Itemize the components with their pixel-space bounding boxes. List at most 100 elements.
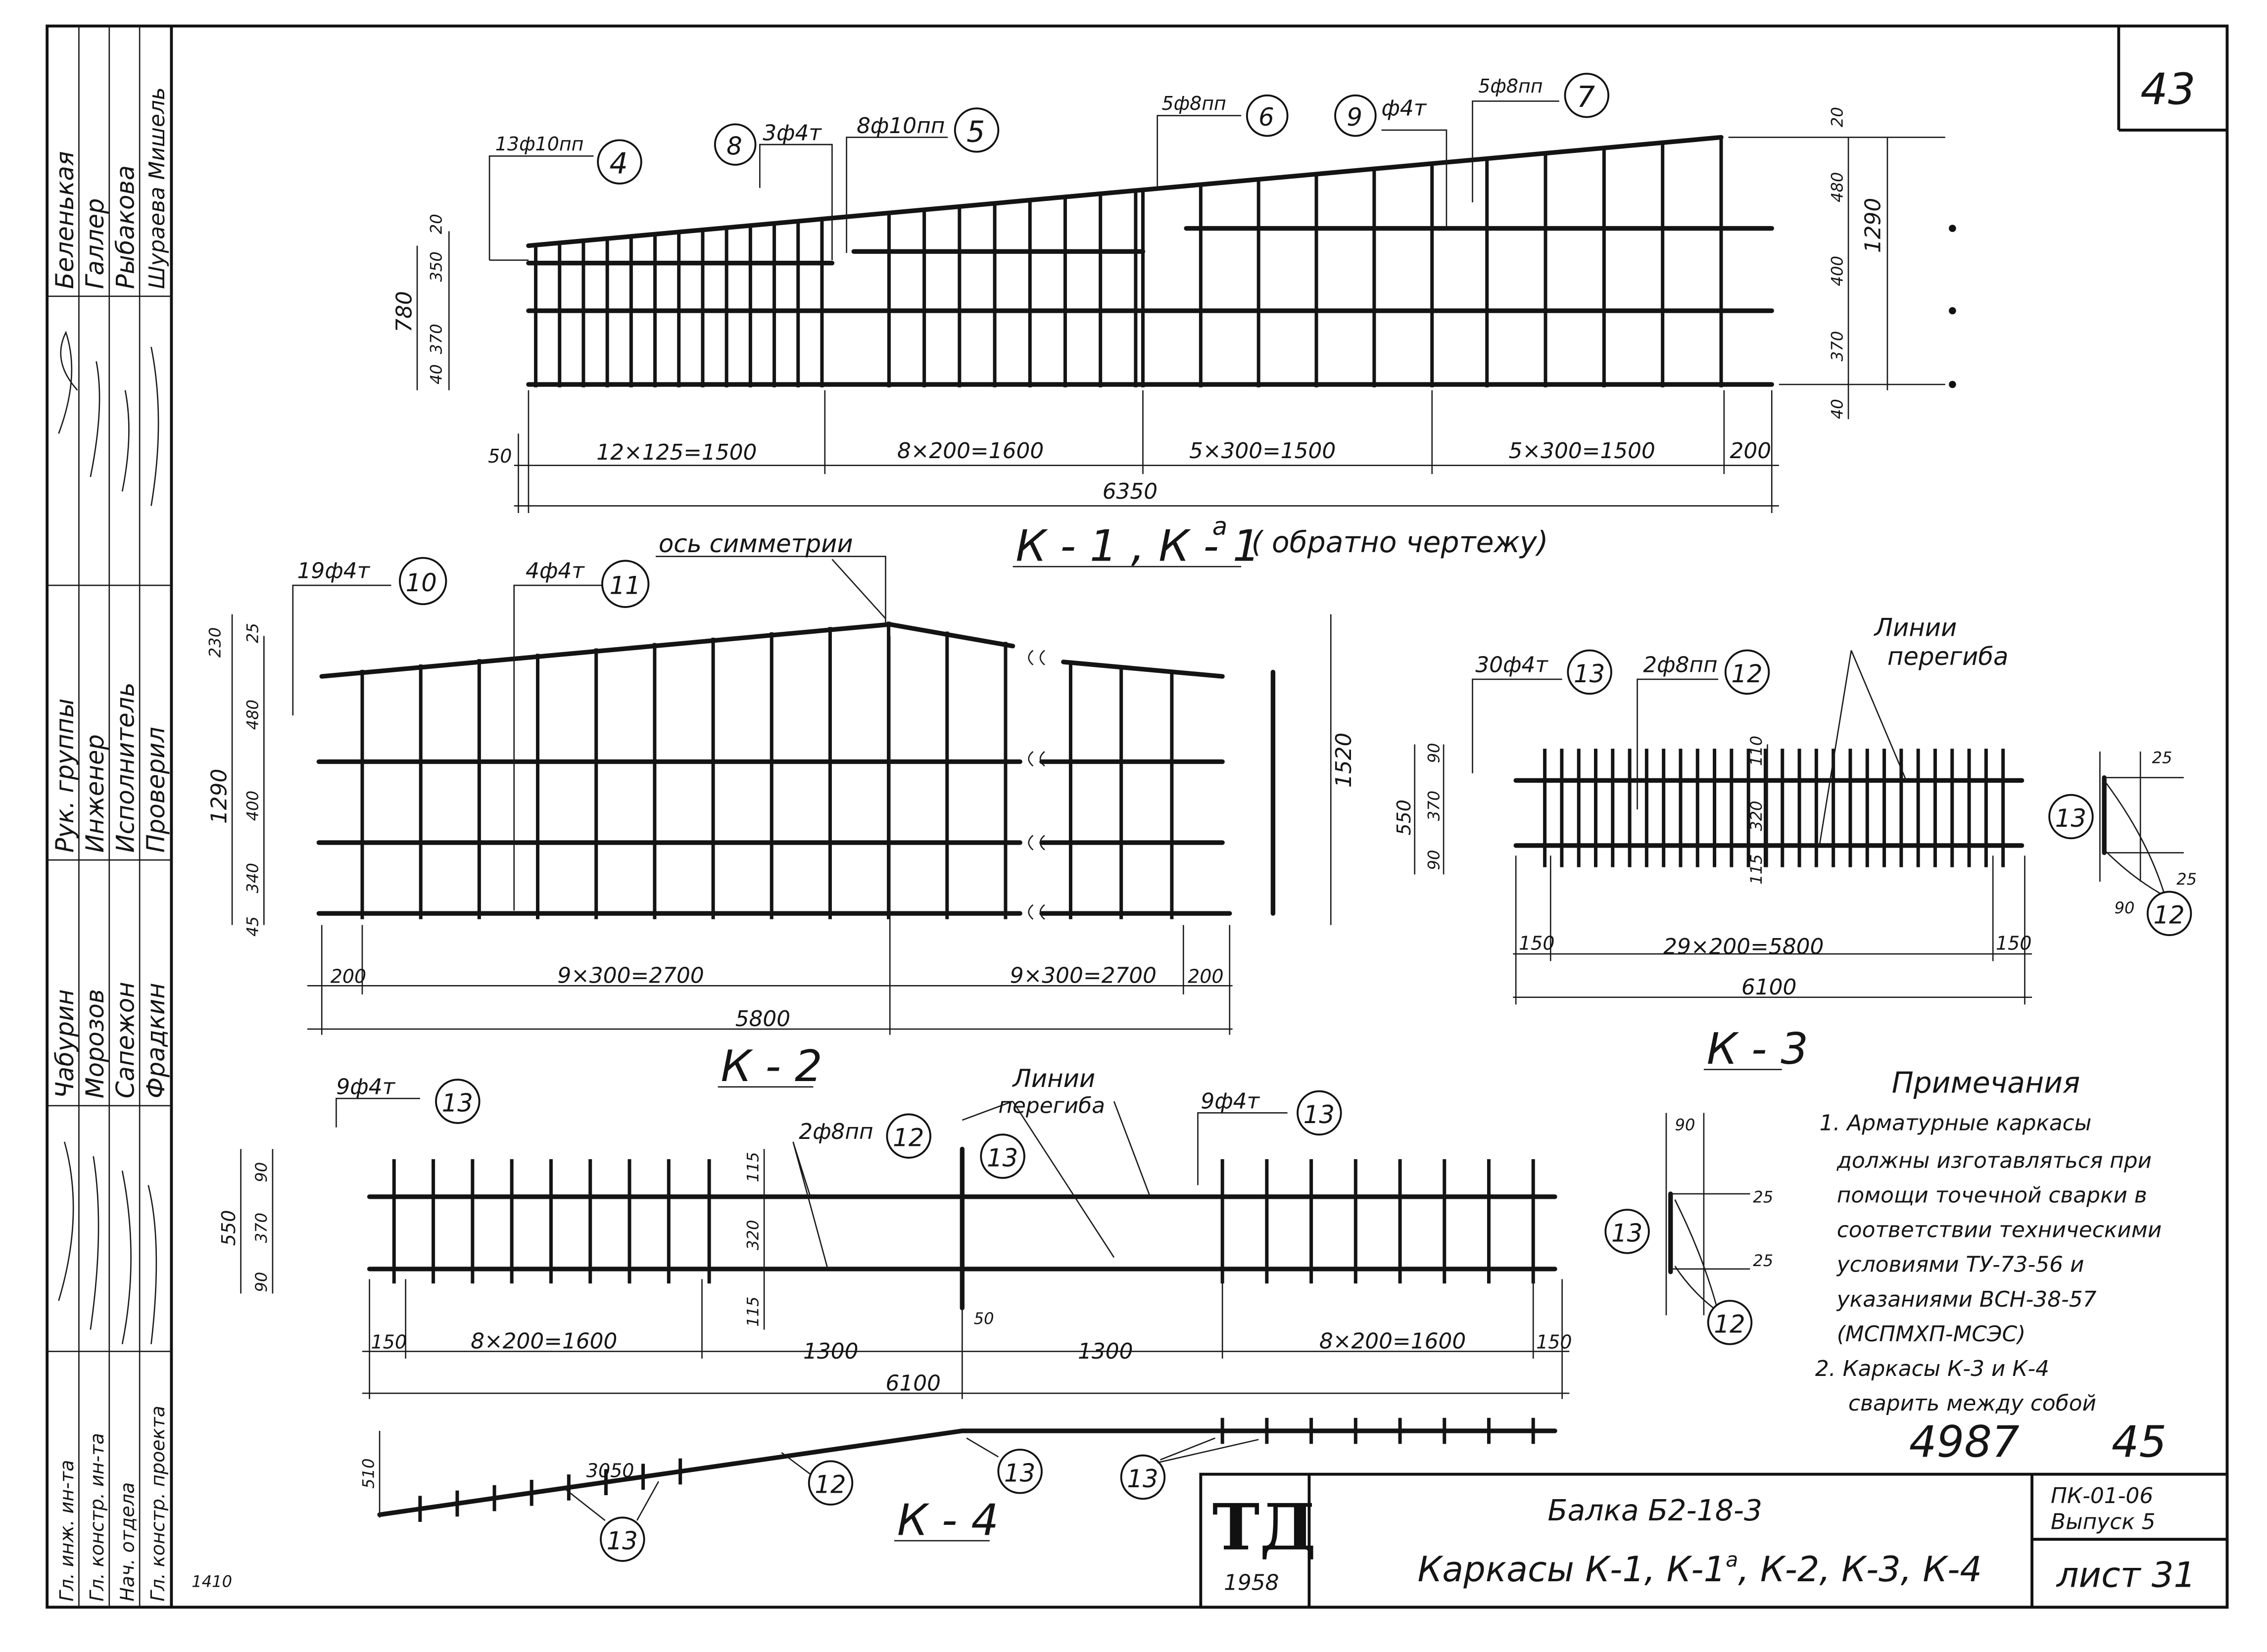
role-label: Инженер (81, 734, 109, 852)
k3-detail-marker: 13 (2048, 794, 2094, 840)
k3-inner-dim: 110 (1747, 736, 1766, 766)
k4-bottom-dim: 1300 (1078, 1339, 1133, 1364)
k2-left-dim: 25 (243, 623, 262, 643)
k1-position-marker: 6 (1246, 94, 1289, 137)
k2-left-dim: 480 (243, 700, 262, 730)
k1-bottom-dim: 50 (488, 445, 512, 467)
k2-caption: К - 2 (721, 1041, 822, 1091)
k4-position-marker: 12 (886, 1113, 931, 1159)
k4-bend-leader (962, 1100, 1151, 1258)
k2-position-number: 11 (610, 571, 641, 600)
k4-mark-label: 9ф4т (336, 1074, 395, 1099)
notes-line: должны изготавляться при (1836, 1148, 2152, 1173)
k1-right-dim: 20 (1828, 107, 1846, 127)
k1-bottom-dim: 12×125=1500 (596, 440, 757, 465)
k4-detail-number: 13 (1611, 1219, 1642, 1247)
k4-profile-marker: 13 (600, 1516, 645, 1562)
sheet-subtitle: Каркасы К-1, К-1а, К-2, К-3, К-4 (1418, 1548, 1982, 1590)
k1-mark-label: 13ф10пп (495, 133, 584, 155)
k3-left-dim: 90 (1424, 743, 1443, 763)
k1-left-dim-total: 780 (391, 291, 417, 332)
k4-profile-leader (564, 1437, 1259, 1521)
k1-left-dim: 20 (427, 214, 446, 234)
k4-detail-marker: 13 (1604, 1209, 1650, 1254)
k1-right-dim: 480 (1828, 172, 1846, 202)
k3-left-dim: 90 (1424, 850, 1443, 870)
k3-inner-dim: 320 (1747, 801, 1766, 831)
k4-position-number: 13 (1303, 1100, 1335, 1129)
k3-position-number: 12 (1731, 660, 1762, 688)
notes-line: соответствии техническими (1837, 1218, 2162, 1243)
k1-rod-end (1949, 307, 1956, 315)
archive-number-2: 45 (2112, 1417, 2167, 1467)
k1-position-marker: 4 (597, 139, 642, 185)
stamp-number: 1410 (192, 1572, 232, 1591)
k4-profile-marker: 12 (808, 1460, 854, 1506)
k1-top-chord (526, 135, 1724, 248)
k4-profile-number: 13 (1127, 1464, 1158, 1493)
k3-bend-label: перегиба (1887, 642, 2009, 671)
k1-mark-label: 5ф8пп (1478, 75, 1543, 97)
k2-mark-label: 19ф4т (297, 559, 371, 584)
k4-left-dim: 90 (252, 1162, 271, 1182)
k3-detail-number: 13 (2055, 804, 2086, 833)
k2-leader (292, 584, 391, 716)
k3-dim-ticks (1515, 855, 2026, 1005)
k1-bottom-dim: 5×300=1500 (1189, 438, 1336, 464)
k2-left-dim: 230 (206, 627, 225, 658)
k1-left-dim: 350 (427, 251, 446, 282)
k4-mark-label: 2ф8пп (799, 1119, 873, 1144)
k1-frame-drawing: 13ф10пп 4 8 3ф4т 8ф10пп 5 5ф8пп 6 9 ф4т … (391, 73, 1956, 571)
k1-position-number: 6 (1258, 103, 1274, 132)
k1-leader (1157, 115, 1447, 229)
notes-line: 2. Каркасы К-3 и К-4 (1815, 1356, 2049, 1381)
k4-caption: К - 4 (897, 1495, 999, 1545)
k2-position-marker: 10 (399, 557, 447, 605)
k4-inner-dim: 115 (743, 1296, 762, 1326)
k2-bottom-dim: 9×300=2700 (557, 963, 704, 988)
k2-left-dim: 45 (243, 916, 262, 937)
top-name: Беленькая (50, 151, 79, 289)
k1-position-number: 9 (1347, 103, 1362, 132)
k1-caption: К - 1 , К - 1 (1015, 520, 1260, 571)
k4-profile-marker: 13 (1120, 1454, 1166, 1500)
k4-position-marker: 13 (435, 1079, 481, 1124)
k4-position-number: 13 (442, 1088, 473, 1117)
k3-bottom-dim: 150 (1996, 932, 2031, 954)
k4-bottom-dim: 150 (1536, 1331, 1572, 1353)
staff-sidebar: Беленькая Галлер Рыбакова Шураева Мишель… (47, 26, 232, 1607)
k1-position-number: 4 (610, 147, 628, 181)
k4-left-dim: 550 (218, 1210, 240, 1246)
k4-profile-number: 13 (607, 1527, 638, 1556)
k1-right-dim: 370 (1828, 331, 1846, 361)
role-label: Проверил (142, 727, 170, 853)
k1-right-dim: 40 (1828, 399, 1846, 419)
k4-left-dim: 370 (252, 1213, 271, 1243)
role-label: Исполнитель (111, 682, 140, 852)
notes-line: помощи точечной сварки в (1837, 1182, 2147, 1208)
k3-vertical-bars (1543, 749, 2005, 867)
notes-line: условиями ТУ-73-56 и (1836, 1252, 2084, 1277)
k4-section-detail: 90 25 25 13 12 (1604, 1113, 1773, 1345)
k1-rod-end (1949, 380, 1956, 388)
k4-inner-dim: 115 (743, 1152, 762, 1182)
k3-frame-drawing: 30ф4т 13 2ф8пп 12 Линии перегиба 550 90 … (1393, 613, 2197, 1074)
k3-position-marker: 13 (1567, 649, 1612, 695)
k1-leader (846, 137, 948, 253)
k1-bottom-dim: 200 (1730, 438, 1772, 464)
k2-left-dim: 340 (243, 863, 262, 893)
k2-bottom-dim: 200 (1188, 965, 1223, 987)
k1-position-marker: 7 (1564, 73, 1610, 118)
k2-left-dim-total: 1290 (206, 769, 232, 824)
k4-bent-profile (377, 1428, 1557, 1517)
k4-total-dim: 6100 (886, 1370, 941, 1396)
k4-leader (792, 1141, 828, 1270)
k1-position-number: 7 (1577, 80, 1595, 114)
k1-left-dim: 40 (427, 364, 446, 384)
sheet-title: Балка Б2-18-3 (1547, 1494, 1762, 1527)
k4-profile-dim-label: 510 (359, 1459, 378, 1489)
k4-bend-label: перегиба (998, 1093, 1105, 1118)
k4-detail-number: 12 (1714, 1310, 1745, 1338)
k3-leader (1472, 678, 1562, 773)
sheet-issue: Выпуск 5 (2051, 1510, 2156, 1535)
